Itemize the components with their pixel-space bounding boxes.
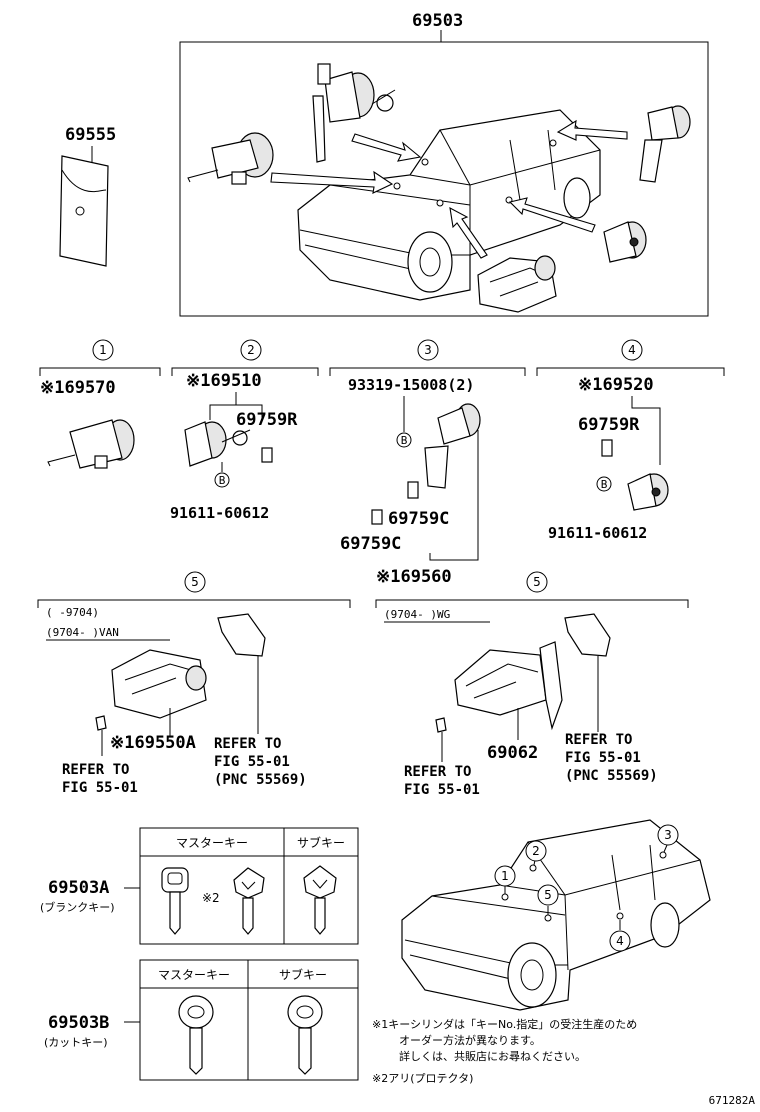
blank-sub-key <box>303 865 337 935</box>
group-3-subpart-0: 93319-15008(2) <box>348 376 474 394</box>
back-door-lock-assembly-right <box>435 613 611 733</box>
cut-col-sub: サブキー <box>279 967 327 982</box>
main-part-number: 69503 <box>412 11 463 31</box>
group-5a-screw-ref-1: FIG 55-01 <box>62 780 138 796</box>
group-5a-range-b: (9704- )VAN <box>46 626 119 639</box>
group-5a-cover-ref-1: FIG 55-01 <box>214 754 290 770</box>
cut-master-key <box>178 995 214 1075</box>
bolt-marker-3: B <box>401 434 408 447</box>
group-1-part-number: ※169570 <box>40 378 116 398</box>
back-door-cylinder-3 <box>371 403 481 525</box>
car-illustration-top <box>297 109 601 301</box>
cut-col-master: マスターキー <box>158 968 230 982</box>
location-marker-4: 4 <box>616 934 624 948</box>
door-cylinder-right <box>603 221 647 263</box>
group-5b-cover-ref-2: (PNC 55569) <box>565 768 658 784</box>
group-3-index: 3 <box>424 343 432 357</box>
group-4-subpart-1: 91611-60612 <box>548 524 647 542</box>
group-3-subpart-1: 69759C <box>388 509 449 529</box>
blank-part-number: 69503A <box>48 878 109 898</box>
group-4-subpart-0: 69759R <box>578 415 640 435</box>
group-3-part-number: ※169560 <box>376 567 452 587</box>
group-5b-cover-ref-1: FIG 55-01 <box>565 750 641 766</box>
group-2-part-number: ※169510 <box>186 371 262 391</box>
group-5a-part-number: ※169550A <box>110 733 196 753</box>
group-2-subpart-1: 91611-60612 <box>170 504 269 522</box>
group-5b-range: (9704- )WG <box>384 608 450 621</box>
cut-part-number: 69503B <box>48 1013 109 1033</box>
note-3: 詳しくは、共販店にお尋ねください。 <box>399 1049 586 1063</box>
door-cylinder-1 <box>47 419 135 469</box>
location-marker-3: 3 <box>664 828 672 842</box>
note-2: オーダー方法が異なります。 <box>399 1033 541 1047</box>
door-cylinder-4: B <box>596 439 669 511</box>
case-part-number: 69555 <box>65 125 116 145</box>
bolt-marker-4: B <box>601 478 608 491</box>
group-4-part-number: ※169520 <box>578 375 654 395</box>
blank-col-master: マスターキー <box>176 836 248 850</box>
note-1: ※1キーシリンダは「キーNo.指定」の受注生産のため <box>372 1017 637 1031</box>
location-marker-2: 2 <box>532 844 540 858</box>
back-door-lock-left: 5 ( -9704) (9704- )VAN ※169550A REFER TO… <box>37 571 351 796</box>
bolt-marker-2: B <box>219 474 226 487</box>
cut-sub-label: (カットキー) <box>44 1036 108 1049</box>
back-door-lock-assembly-left <box>95 613 266 731</box>
group-2: 2 ※169510 69759R B 91611-60612 <box>170 339 319 522</box>
group-1-index: 1 <box>99 343 107 357</box>
blank-master-key-protector <box>233 867 265 935</box>
location-markers: 1 2 3 4 5 <box>494 824 679 952</box>
group-5b-screw-ref-1: FIG 55-01 <box>404 782 480 798</box>
key-table-blank: マスターキー サブキー ※2 69503A (ブランクキー) <box>40 827 359 945</box>
door-cylinder-top-left <box>187 132 274 185</box>
blank-col-sub: サブキー <box>297 835 345 850</box>
blank-note-mark: ※2 <box>202 891 220 905</box>
main-assembly-frame <box>179 41 709 317</box>
ignition-key-cylinder <box>312 63 396 163</box>
group-3: 3 93319-15008(2) B 69759C 69759C ※169560 <box>329 339 526 587</box>
group-5b-part-number: 69062 <box>487 743 538 763</box>
blank-master-key-plain <box>161 867 189 935</box>
figure-id: 671282A <box>709 1094 756 1107</box>
group-5b-index: 5 <box>533 575 541 589</box>
group-5a-screw-ref-0: REFER TO <box>62 762 129 778</box>
group-4: 4 ※169520 69759R B 91611-60612 <box>536 339 725 542</box>
location-marker-5: 5 <box>544 888 552 902</box>
group-2-subpart-0: 69759R <box>236 410 298 430</box>
blank-sub-label: (ブランクキー) <box>40 900 115 914</box>
group-1: 1 ※169570 <box>39 339 161 469</box>
key-table-cut: マスターキー サブキー 69503B (カットキー) <box>44 959 359 1081</box>
ignition-cylinder-2: B <box>184 421 273 488</box>
group-4-index: 4 <box>628 343 636 357</box>
cut-sub-key <box>287 995 323 1075</box>
notes: ※1キーシリンダは「キーNo.指定」の受注生産のため オーダー方法が異なります。… <box>372 1017 637 1085</box>
group-3-subpart-2: 69759C <box>340 534 401 554</box>
car-illustration-bottom <box>401 819 711 1011</box>
location-marker-1: 1 <box>501 869 509 883</box>
back-door-lock-right: 5 (9704- )WG 69062 REFER TO FIG 55-01 RE… <box>375 571 689 798</box>
back-door-lock-top <box>477 255 557 313</box>
group-5b-screw-ref-0: REFER TO <box>404 764 471 780</box>
note-4: ※2アリ(プロテクタ) <box>372 1072 473 1085</box>
group-5a-cover-ref-0: REFER TO <box>214 736 281 752</box>
group-2-index: 2 <box>247 343 255 357</box>
group-5b-cover-ref-0: REFER TO <box>565 732 632 748</box>
location-arrows-top <box>270 119 628 259</box>
group-5a-range-a: ( -9704) <box>46 606 99 619</box>
group-5a-cover-ref-2: (PNC 55569) <box>214 772 307 788</box>
back-door-cylinder-top <box>639 105 691 183</box>
group-5a-index: 5 <box>191 575 199 589</box>
